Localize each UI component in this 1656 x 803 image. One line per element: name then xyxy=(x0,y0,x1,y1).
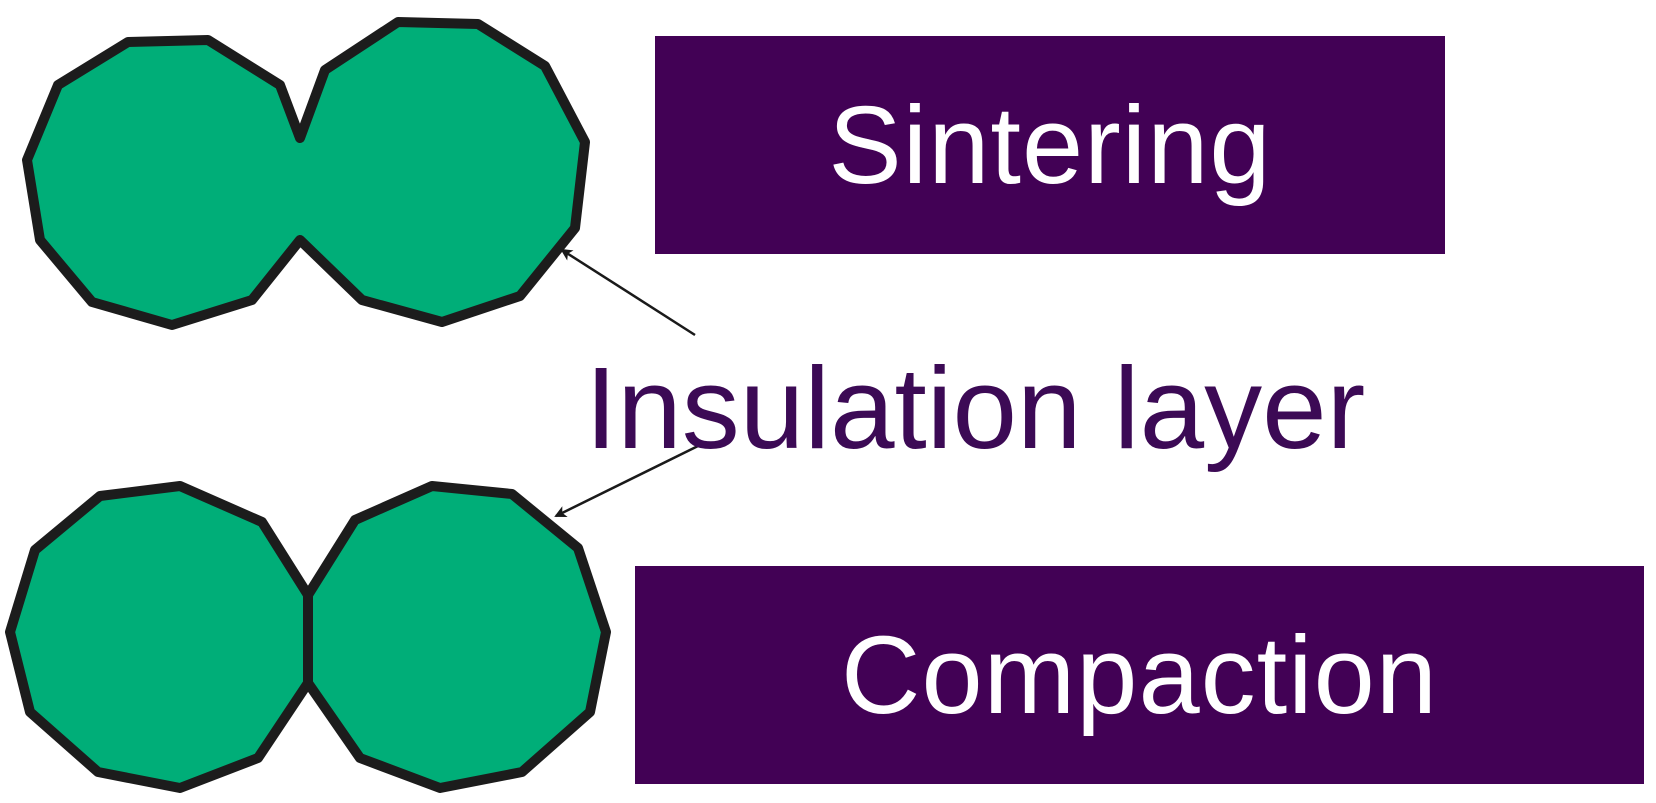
compacted-particle-right xyxy=(303,481,611,793)
sintering-box-bg xyxy=(655,36,1445,254)
insulation-layer-label: Insulation layer xyxy=(585,343,1366,473)
compaction-label: Compaction xyxy=(841,613,1438,737)
compacted-particle-left xyxy=(5,481,313,793)
compaction-box-bg xyxy=(635,566,1644,784)
arrow-to-sintered-layer xyxy=(560,248,696,337)
sintering-label: Sintering xyxy=(828,83,1272,207)
arrow-to-compacted-layer xyxy=(554,444,699,518)
sintered-particle-pair xyxy=(22,17,590,330)
